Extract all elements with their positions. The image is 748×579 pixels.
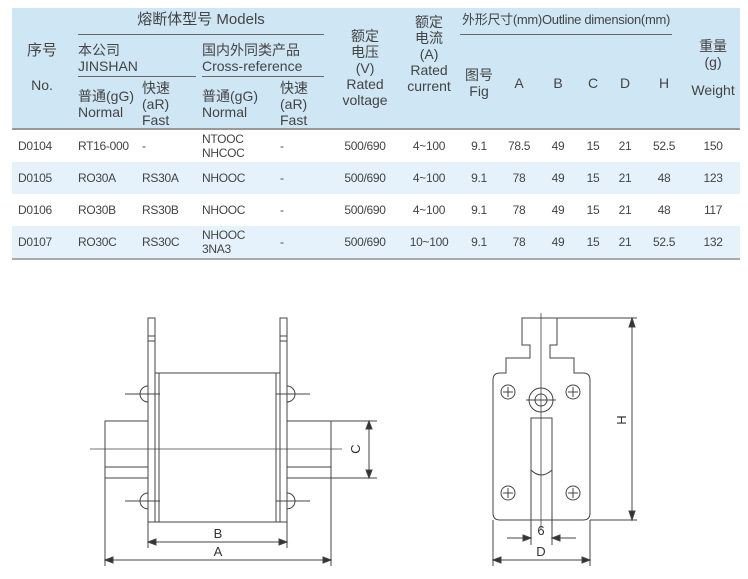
table-cell: 78.5 <box>500 128 539 162</box>
table-cell: 4~100 <box>412 203 446 217</box>
header-cross-normal: 普通(gG)Normal <box>196 80 274 129</box>
front-view <box>90 317 377 566</box>
header-cross-fast: 快速(aR)Fast <box>274 80 331 129</box>
label-h: H <box>614 415 629 424</box>
table-cell: 49 <box>538 162 579 194</box>
table-cell: RO30B <box>78 203 116 217</box>
table-cell: - <box>274 162 331 194</box>
table-cell: 10~100 <box>400 226 459 260</box>
label-b: B <box>214 526 223 541</box>
table-cell: D0106 <box>18 203 52 217</box>
table-cell: 9.1 <box>458 162 501 194</box>
side-view <box>491 313 637 566</box>
header-dim-h: H <box>642 38 687 129</box>
table-cell: 21 <box>608 162 643 194</box>
table-cell: 21 <box>608 128 643 162</box>
table-cell: RO30C <box>72 226 136 260</box>
table-cell: 9.1 <box>458 128 501 162</box>
table-cell: 9.1 <box>471 203 487 217</box>
table-cell: - <box>280 203 284 217</box>
table-cell: D0104 <box>12 128 72 162</box>
table-cell: NTOOC NHCOC <box>196 128 274 162</box>
table-cell: RS30B <box>142 203 179 217</box>
table-cell: 117 <box>703 203 723 217</box>
table-cell: RS30C <box>136 226 196 260</box>
table-cell: 9.1 <box>458 226 501 260</box>
table-cell: D0107 <box>12 226 72 260</box>
table-cell: 49 <box>551 203 565 217</box>
table-cell: 132 <box>686 226 741 260</box>
table-cell: 78 <box>512 203 526 217</box>
table-cell: NHOOC 3NA3 <box>196 226 274 260</box>
table-cell: 49 <box>538 226 579 260</box>
label-a: A <box>214 544 223 559</box>
table-cell: 48 <box>657 203 671 217</box>
table-cell: 78 <box>500 226 539 260</box>
header-weight: 重量(g)Weight <box>686 8 741 129</box>
header-dim-c: C <box>578 38 609 129</box>
table-cell: 21 <box>608 226 643 260</box>
table-cell: 500/690 <box>330 226 401 260</box>
table-cell: 15 <box>586 203 600 217</box>
table-cell: 49 <box>538 128 579 162</box>
table-cell: 150 <box>686 128 741 162</box>
table-row: D0106 RO30B RS30B NHOOC - 500/690 4~100 9.1 78 49… <box>12 194 740 226</box>
table-cell: 15 <box>578 226 609 260</box>
table-cell: 52.5 <box>642 226 687 260</box>
table-cell: RS30A <box>136 162 196 194</box>
table-cell: 500/690 <box>344 203 386 217</box>
bolt-icons <box>125 385 310 510</box>
label-d: D <box>536 544 545 559</box>
table-cell: - <box>136 128 196 162</box>
table-cell: 21 <box>618 203 632 217</box>
table-cell: 48 <box>642 162 687 194</box>
table-cell: RT16-000 <box>72 128 136 162</box>
table-cell: 123 <box>686 162 741 194</box>
table-cell: 15 <box>578 128 609 162</box>
header-dim-b: B <box>538 38 579 129</box>
table-cell: 4~100 <box>400 128 459 162</box>
table-cell: RO30A <box>72 162 136 194</box>
table-cell: 500/690 <box>330 162 401 194</box>
label-6: 6 <box>537 523 544 538</box>
table-cell: 4~100 <box>400 162 459 194</box>
table-cell: NHOOC <box>196 162 274 194</box>
table-cell: D0105 <box>12 162 72 194</box>
header-dim-d: D <box>608 38 643 129</box>
header-jinshan-normal: 普通(gG)Normal <box>72 80 136 129</box>
table-cell: - <box>274 226 331 260</box>
header-dim-a: A <box>500 38 539 129</box>
table-cell: 52.5 <box>642 128 687 162</box>
header-models: 熔断体型号 Models <box>72 8 331 38</box>
table-cell: 500/690 <box>330 128 401 162</box>
header-outline: 外形尺寸(mm)Outline dimension(mm) <box>458 8 687 38</box>
table-cell: - <box>274 128 331 162</box>
table-cell: 78 <box>500 162 539 194</box>
table-cell: 15 <box>578 162 609 194</box>
label-c: C <box>348 444 363 453</box>
table-cell: NHOOC <box>202 203 246 217</box>
header-jinshan-fast: 快速(aR)Fast <box>136 80 196 129</box>
